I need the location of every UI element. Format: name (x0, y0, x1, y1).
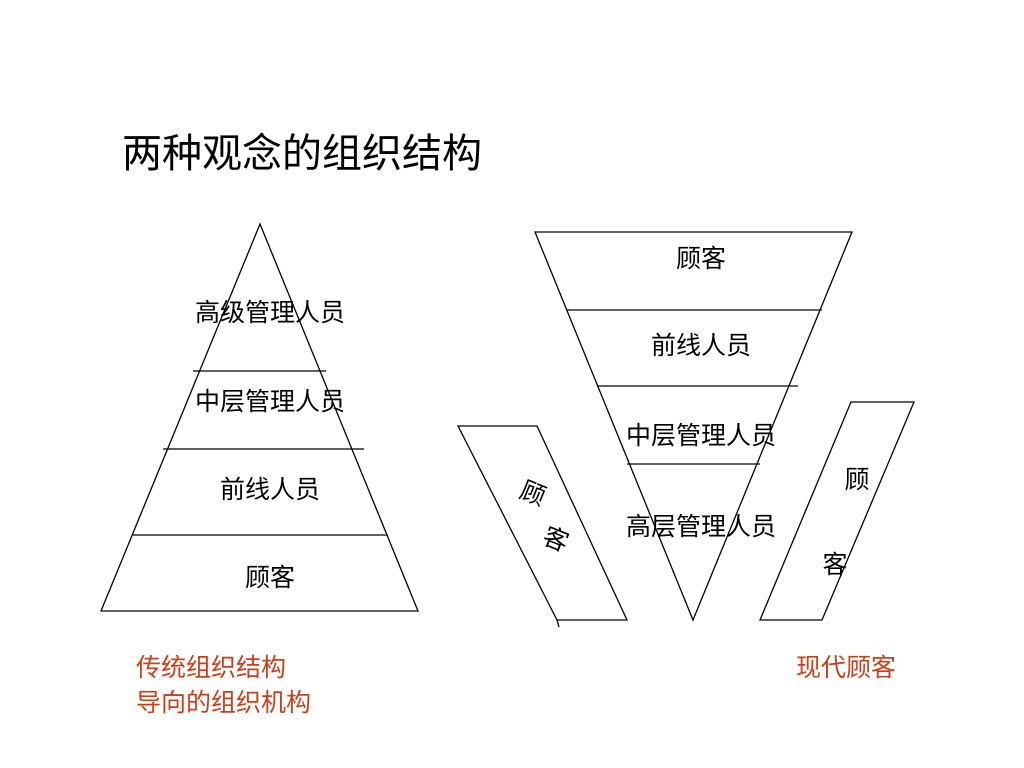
pyramid-level-customers: 顾客 (245, 563, 295, 592)
slide-title: 两种观念的组织结构 (122, 131, 482, 177)
customer-band-right: 顾 客 (759, 401, 915, 621)
traditional-caption-line-2: 导向的组织机构 (136, 688, 312, 717)
pyramid-level-middle-management: 中层管理人员 (195, 387, 345, 416)
traditional-structure-caption: 传统组织结构 导向的组织机构 (136, 650, 311, 720)
pyramid-outline (100, 222, 419, 612)
inverted-level-middle-management: 中层管理人员 (626, 421, 776, 450)
traditional-caption-line-1: 传统组织结构 (136, 653, 287, 682)
inverted-pyramid: 顾客 前线人员 中层管理人员 高层管理人员 (534, 231, 853, 622)
customer-band-left-char-2: 客 (539, 521, 573, 557)
inverted-level-top-management: 高层管理人员 (626, 512, 776, 541)
customer-band-left-outline (456, 425, 629, 628)
modern-structure-caption: 现代顾客 (796, 653, 897, 682)
inverted-level-customers: 顾客 (676, 244, 726, 273)
customer-band-left: 顾 客 (456, 425, 629, 628)
pyramid-level-frontline-staff: 前线人员 (220, 475, 320, 504)
traditional-pyramid: 高级管理人员 中层管理人员 前线人员 顾客 (100, 222, 419, 612)
inverted-pyramid-outline (534, 231, 853, 622)
customer-band-right-char-2: 客 (822, 550, 847, 579)
customer-band-right-char-1: 顾 (844, 465, 869, 494)
customer-band-right-outline (759, 401, 915, 621)
customer-band-left-char-1: 顾 (516, 475, 550, 511)
inverted-level-frontline-staff: 前线人员 (651, 331, 751, 360)
pyramid-level-senior-management: 高级管理人员 (195, 298, 345, 327)
